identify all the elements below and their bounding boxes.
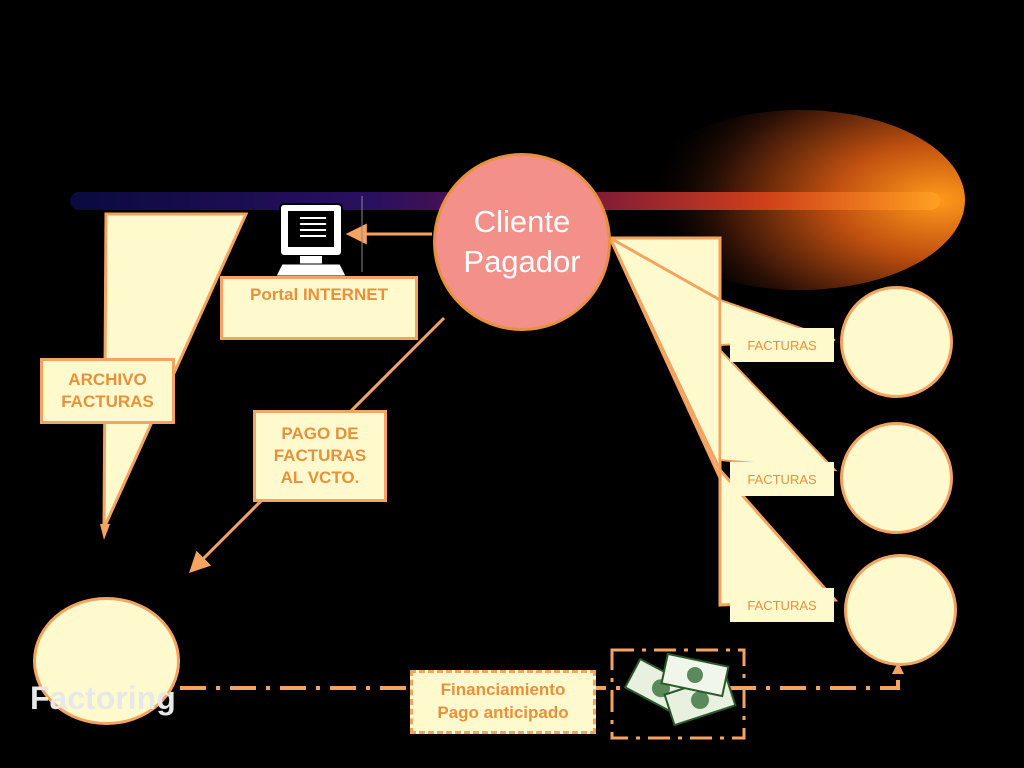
money-bills-icon xyxy=(610,648,746,740)
financiamiento-label: Financiamiento Pago anticipado xyxy=(437,680,569,722)
client-label: Cliente Pagador xyxy=(463,203,581,279)
facturas-label-1: FACTURAS xyxy=(730,328,834,362)
pago-box: PAGO DE FACTURAS AL VCTO. xyxy=(253,410,387,502)
facturas-label-2: FACTURAS xyxy=(730,462,834,496)
client-circle: Cliente Pagador xyxy=(433,153,611,331)
archivo-label: ARCHIVO FACTURAS xyxy=(61,369,154,411)
supplier-circle-3 xyxy=(844,554,957,666)
portal-label: Portal INTERNET xyxy=(250,285,388,304)
financiamiento-box: Financiamiento Pago anticipado xyxy=(410,670,596,734)
facturas-fan xyxy=(606,234,839,607)
archivo-box: ARCHIVO FACTURAS xyxy=(40,358,175,424)
computer-icon xyxy=(275,196,363,277)
facturas-label-3: FACTURAS xyxy=(730,588,834,622)
supplier-circle-1 xyxy=(840,286,953,398)
factoring-label: Factoring xyxy=(30,680,176,716)
pago-label: PAGO DE FACTURAS AL VCTO. xyxy=(273,423,367,488)
factoring-circle xyxy=(33,597,180,725)
portal-box: Portal INTERNET xyxy=(220,276,418,340)
supplier-circle-2 xyxy=(840,422,953,534)
